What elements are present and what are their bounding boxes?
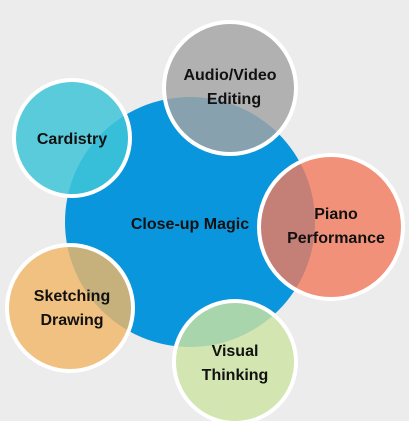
satellite-circle (162, 20, 298, 156)
satellite-label-line2: Performance (287, 230, 385, 247)
satellite-circle (12, 78, 132, 198)
satellite-circle (5, 243, 135, 373)
satellite-cardistry: Cardistry (12, 78, 132, 198)
satellite-circle (172, 299, 298, 421)
satellite-label-line2: Thinking (202, 367, 269, 384)
center-label: Close-up Magic (131, 216, 249, 233)
satellite-audio-video-editing: Audio/Video Editing (162, 20, 298, 156)
satellite-label-line2: Editing (207, 91, 261, 108)
satellite-label-line1: Cardistry (37, 131, 107, 148)
satellite-sketching-drawing: Sketching Drawing (5, 243, 135, 373)
satellite-label-line1: Visual (212, 343, 259, 360)
satellite-visual-thinking: Visual Thinking (172, 299, 298, 421)
satellite-label-line1: Piano (314, 206, 358, 223)
satellite-piano-performance: Piano Performance (257, 153, 405, 301)
satellite-label-line2: Drawing (40, 312, 103, 329)
satellite-label-line1: Sketching (34, 288, 110, 305)
satellite-label-line1: Audio/Video (183, 67, 276, 84)
satellite-circle (257, 153, 405, 301)
